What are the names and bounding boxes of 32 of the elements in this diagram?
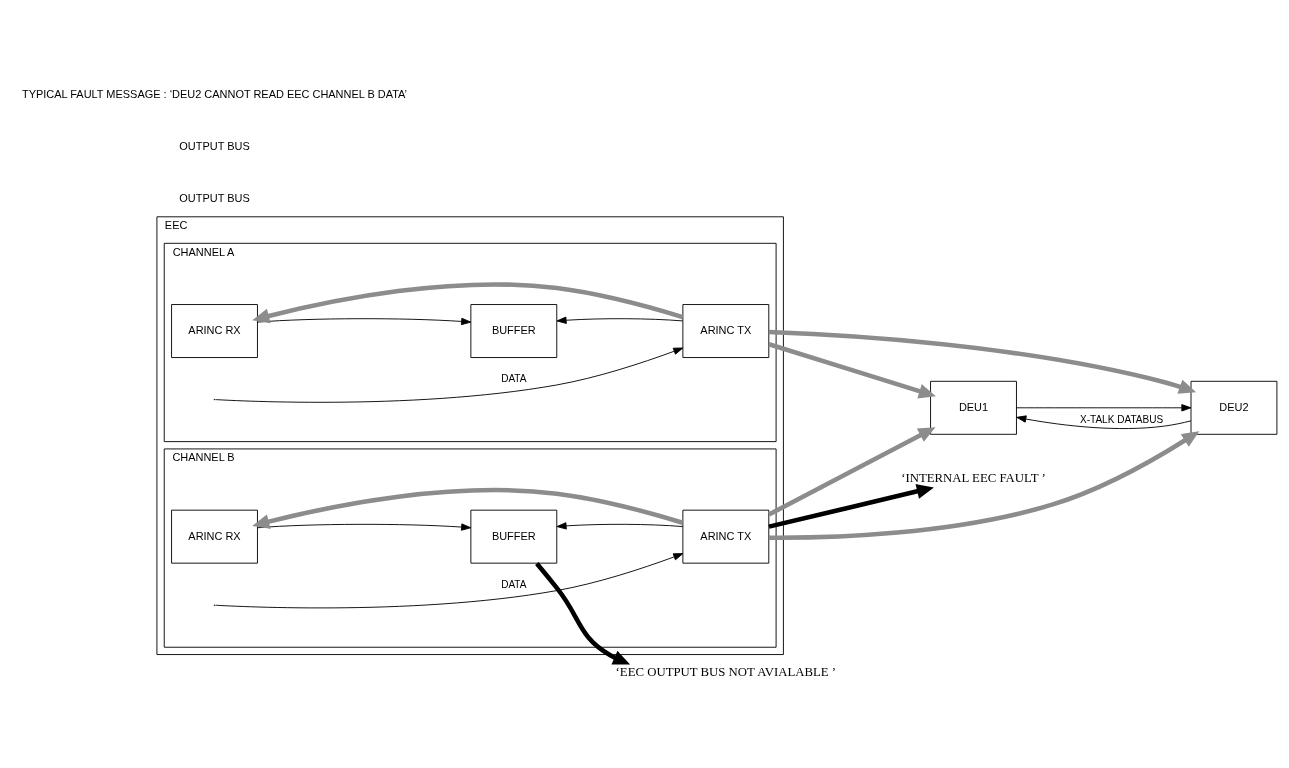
arrow: [252, 487, 684, 529]
arrow: [1016, 403, 1192, 411]
node-box: BUFFER: [470, 509, 558, 564]
node-box: ARINC TX: [682, 303, 770, 358]
arrow: [556, 521, 684, 530]
arrow: [767, 426, 936, 517]
arrow: [215, 347, 684, 403]
arrow: [257, 317, 472, 325]
arrow: [768, 483, 934, 529]
label: OUTPUT BUS: [179, 139, 250, 152]
node-text: ‘EEC OUTPUT BUS NOT AVIALABLE ’: [615, 664, 837, 679]
arrow: [768, 329, 1197, 394]
arrow: [768, 341, 936, 398]
node-text: ‘INTERNAL EEC FAULT ’: [901, 470, 1046, 485]
arrow: [252, 281, 684, 323]
arrow: [257, 522, 472, 531]
node-box: ARINC TX: [682, 509, 770, 564]
arrow: [215, 552, 684, 608]
node-box: ARINC RX: [171, 303, 258, 358]
arrow: [1016, 414, 1192, 429]
arrow: [768, 430, 1200, 540]
edge-label: DATA: [501, 372, 527, 384]
label: OUTPUT BUS: [179, 191, 250, 204]
arrow: [535, 561, 631, 665]
node-box: BUFFER: [470, 303, 558, 358]
label: TYPICAL FAULT MESSAGE : ‘DEU2 CANNOT READ EEC CHANNEL B DATA’: [21, 87, 408, 100]
node-box: DEU1: [930, 380, 1017, 435]
node-box: DEU2: [1190, 380, 1278, 435]
edge-label: DATA: [501, 578, 527, 590]
edge-label: X-TALK DATABUS: [1079, 413, 1164, 425]
node-box: ARINC RX: [171, 509, 258, 564]
arrow: [556, 316, 684, 324]
